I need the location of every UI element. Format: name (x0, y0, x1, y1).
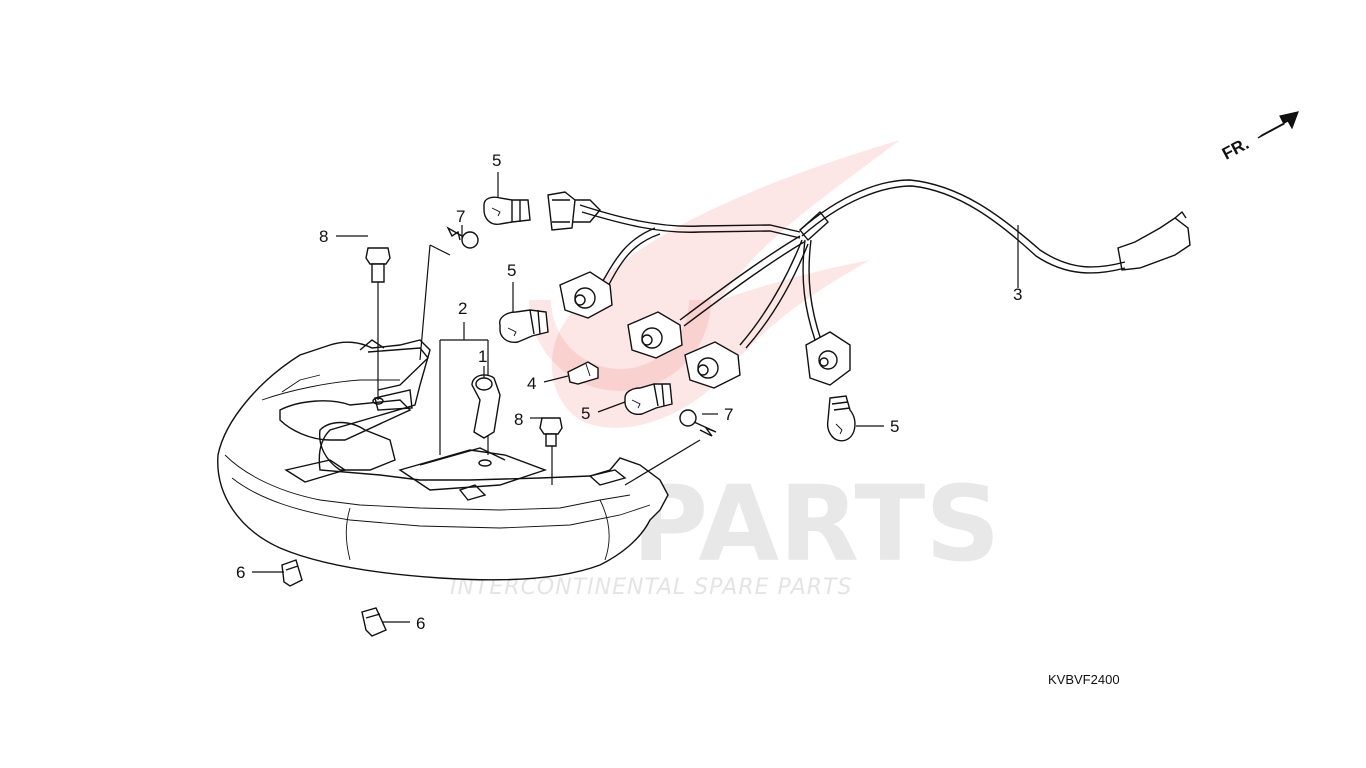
bolt-8-mid (539, 417, 563, 447)
callout-5-right: 5 (890, 417, 899, 436)
socket-2 (627, 311, 683, 359)
socket-1 (559, 271, 613, 319)
wire-harness (559, 179, 1191, 349)
callout-6-b: 6 (416, 614, 425, 633)
watermark-wing-shape (551, 140, 900, 428)
callout-7-top: 7 (456, 207, 465, 226)
socket-top (547, 191, 576, 231)
callout-2: 2 (458, 299, 467, 318)
socket-3 (684, 341, 741, 389)
bulb-mid (499, 309, 549, 344)
bulb-right (827, 395, 856, 442)
front-indicator: FR. (1219, 111, 1299, 164)
bulb-top (483, 196, 531, 225)
callout-5-low: 5 (581, 404, 590, 423)
bulb-low (624, 383, 673, 416)
callout-leaders (252, 172, 1019, 623)
bulb-small (567, 361, 599, 385)
callout-3: 3 (1013, 285, 1022, 304)
callout-labels: 5 7 8 5 2 1 4 8 5 7 5 3 6 6 (236, 151, 1022, 633)
callout-5-top: 5 (492, 151, 501, 170)
socket-4 (805, 331, 851, 386)
watermark-gear-shape (529, 299, 711, 391)
callout-8-top: 8 (319, 227, 328, 246)
clip-6-b (361, 607, 387, 637)
callout-1: 1 (478, 347, 487, 366)
callout-8-mid: 8 (514, 410, 523, 429)
leader-lines (377, 244, 701, 486)
diagram-code: KVBVF2400 (1048, 672, 1120, 687)
screw-7-mid (679, 409, 717, 437)
callout-7-mid: 7 (724, 405, 733, 424)
screw-7-top (446, 226, 479, 249)
clip-6-a (281, 559, 303, 587)
front-indicator-label: FR. (1219, 134, 1252, 164)
front-arrow-icon (1257, 111, 1299, 139)
taillight-housing (217, 339, 669, 581)
stay-part-1 (471, 374, 501, 439)
callout-5-mid: 5 (507, 261, 516, 280)
bolt-8-top (365, 247, 391, 283)
callout-4: 4 (527, 374, 536, 393)
callout-6-a: 6 (236, 563, 245, 582)
